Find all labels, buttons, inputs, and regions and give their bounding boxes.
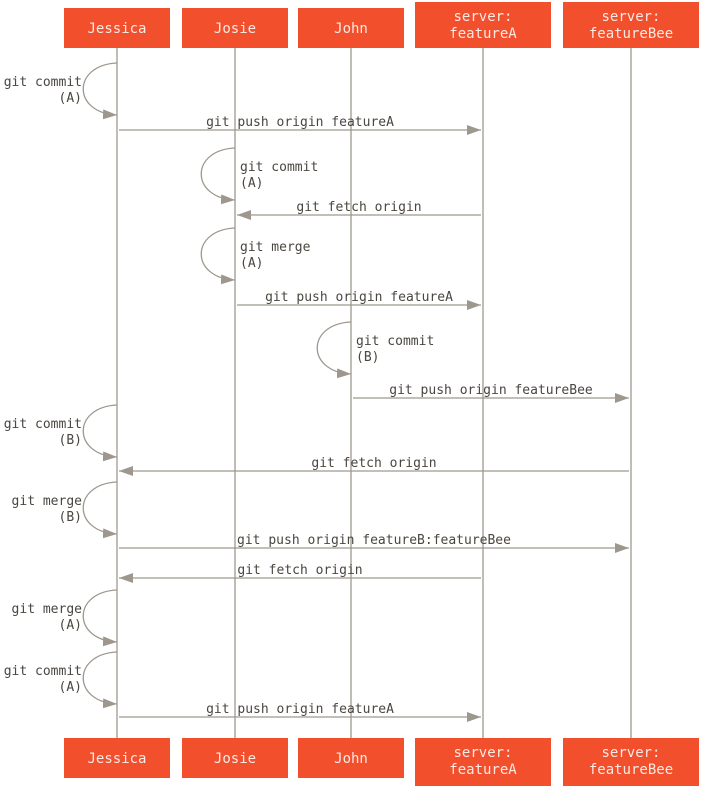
- participant-label: featureA: [449, 762, 517, 778]
- message-label: (A): [59, 680, 82, 695]
- message-label: (A): [59, 618, 82, 633]
- message-arrow: git push origin featureB:featureBee: [119, 533, 629, 553]
- self-message: git merge(A): [200, 227, 311, 285]
- participant-box-john-top: John: [298, 8, 404, 48]
- message-arrow: git fetch origin: [119, 456, 629, 476]
- participant-box-jessica-bottom: Jessica: [64, 738, 170, 778]
- message-label: git fetch origin: [311, 456, 436, 471]
- participant-box-josie-top: Josie: [182, 8, 288, 48]
- message-label: git merge: [12, 602, 83, 617]
- box-background: [182, 738, 288, 778]
- message-arrow: git push origin featureA: [119, 702, 481, 722]
- participant-box-featureBee-top: server:featureBee: [563, 2, 699, 48]
- box-background: [563, 2, 699, 48]
- self-loop-arrow: [82, 589, 118, 647]
- box-background: [298, 738, 404, 778]
- message-label: (A): [240, 256, 263, 271]
- message-label: git commit: [4, 664, 82, 679]
- message-label: git commit: [4, 417, 82, 432]
- message-arrow: git push origin featureBee: [353, 383, 629, 403]
- message-label: (B): [59, 510, 82, 525]
- self-loop-arrow: [82, 481, 118, 539]
- message-arrow: git fetch origin: [119, 563, 481, 583]
- self-message: git commit(A): [4, 651, 118, 709]
- box-background: [182, 8, 288, 48]
- message-label: git fetch origin: [296, 200, 421, 215]
- participant-label: Josie: [214, 751, 256, 767]
- message-label: git commit: [356, 334, 434, 349]
- message-label: git push origin featureA: [206, 115, 394, 130]
- message-label: git push origin featureA: [206, 702, 394, 717]
- participant-box-featureBee-bottom: server:featureBee: [563, 738, 699, 786]
- self-message: git commit(B): [316, 321, 434, 379]
- self-message: git commit(A): [200, 147, 318, 205]
- participant-label: John: [334, 21, 368, 37]
- participant-label: featureBee: [589, 26, 673, 42]
- participant-label: featureBee: [589, 762, 673, 778]
- self-message: git merge(B): [12, 481, 118, 539]
- participant-label: server:: [453, 9, 512, 25]
- message-arrow: git push origin featureA: [119, 115, 481, 135]
- self-message: git commit(A): [4, 62, 118, 120]
- participant-box-featureA-top: server:featureA: [415, 2, 551, 48]
- participant-box-jessica-top: Jessica: [64, 8, 170, 48]
- message-label: git merge: [12, 494, 83, 509]
- message-label: git commit: [240, 160, 318, 175]
- box-background: [563, 738, 699, 786]
- participant-box-featureA-bottom: server:featureA: [415, 738, 551, 786]
- participant-label: John: [334, 751, 368, 767]
- participant-box-john-bottom: John: [298, 738, 404, 778]
- box-background: [298, 8, 404, 48]
- message-arrow: git push origin featureA: [237, 290, 481, 310]
- participant-label: server:: [601, 9, 660, 25]
- message-label: git push origin featureB:featureBee: [237, 533, 511, 548]
- message-label: (B): [356, 350, 379, 365]
- message-label: (B): [59, 433, 82, 448]
- self-message: git commit(B): [4, 404, 118, 462]
- box-background: [64, 8, 170, 48]
- self-loop-arrow: [200, 147, 236, 205]
- participant-box-josie-bottom: Josie: [182, 738, 288, 778]
- self-loop-arrow: [316, 321, 352, 379]
- box-background: [64, 738, 170, 778]
- box-background: [415, 738, 551, 786]
- box-background: [415, 2, 551, 48]
- message-label: git push origin featureA: [265, 290, 453, 305]
- self-loop-arrow: [82, 404, 118, 462]
- participant-label: featureA: [449, 26, 517, 42]
- self-loop-arrow: [200, 227, 236, 285]
- participant-label: Jessica: [87, 21, 146, 37]
- message-label: git push origin featureBee: [389, 383, 593, 398]
- message-label: git fetch origin: [237, 563, 362, 578]
- participant-label: Jessica: [87, 751, 146, 767]
- message-label: git commit: [4, 75, 82, 90]
- participant-label: Josie: [214, 21, 256, 37]
- message-label: git merge: [240, 240, 311, 255]
- self-loop-arrow: [82, 62, 118, 120]
- participant-label: server:: [453, 745, 512, 761]
- message-label: (A): [59, 91, 82, 106]
- message-arrow: git fetch origin: [237, 200, 481, 220]
- self-message: git merge(A): [12, 589, 118, 647]
- self-loop-arrow: [82, 651, 118, 709]
- message-label: (A): [240, 176, 263, 191]
- participant-label: server:: [601, 745, 660, 761]
